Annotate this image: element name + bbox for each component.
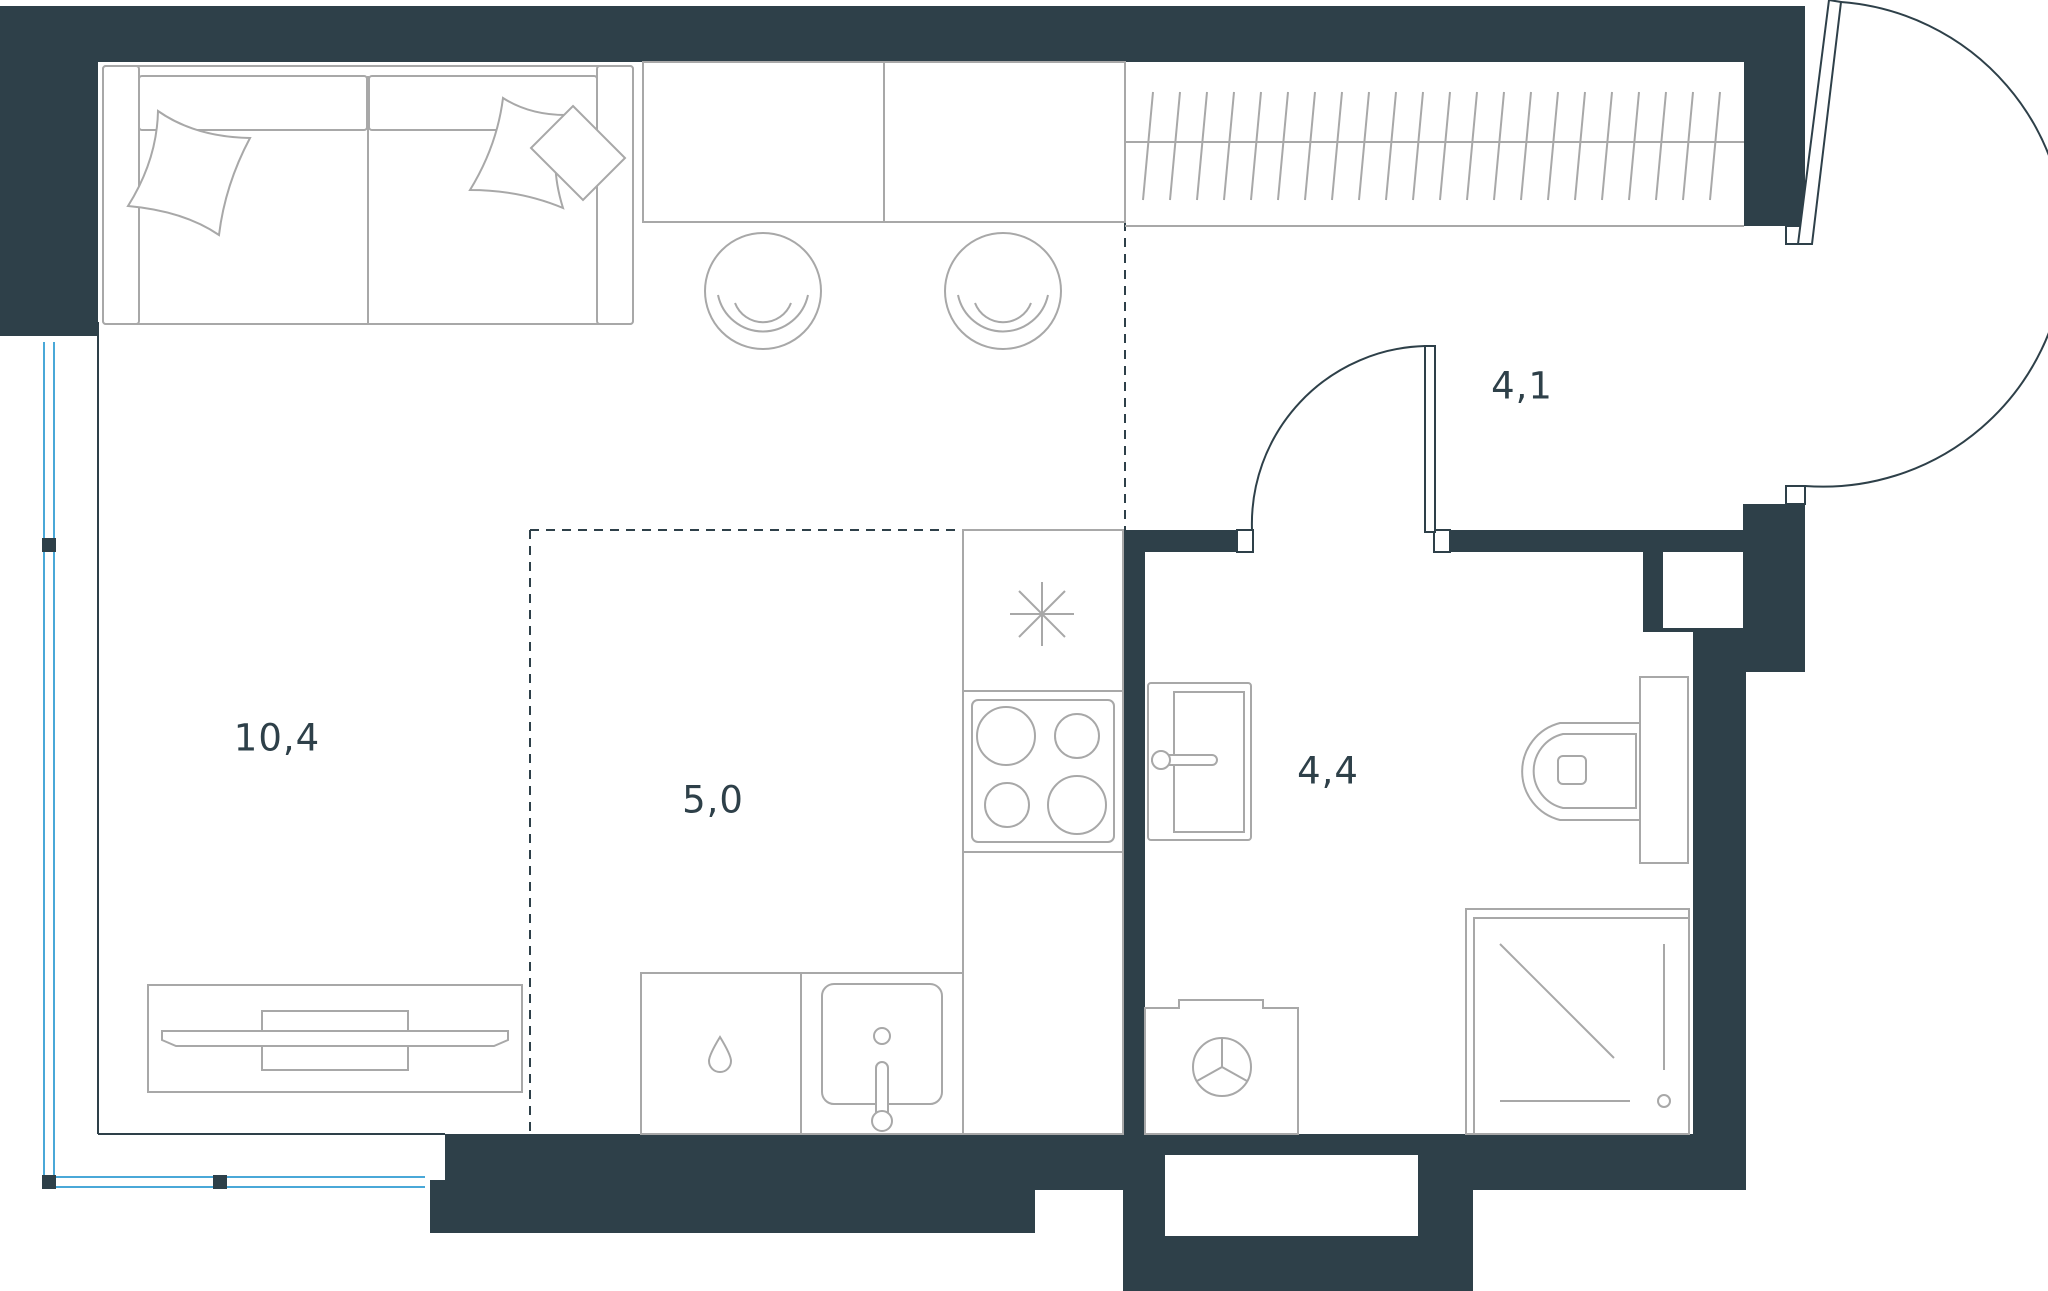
hanger: [1493, 91, 1505, 201]
hanger: [1331, 91, 1343, 201]
wall-bath-left: [1123, 530, 1145, 1135]
window-bottom: [56, 1175, 425, 1189]
pillow-icon: [468, 96, 572, 210]
chair: [944, 232, 1062, 350]
window-mullion: [42, 1175, 56, 1189]
bathroom-door: [1250, 345, 1436, 533]
hanger: [1277, 91, 1289, 201]
wall-bottom-bath-shaft: [1123, 1134, 1746, 1291]
wall-top: [0, 6, 1805, 62]
water-drop-icon: [707, 1035, 733, 1073]
washing-machine: [1144, 999, 1299, 1135]
hanger: [1142, 91, 1154, 201]
window-mullion: [42, 538, 56, 552]
wall-right-column-shaft: [1643, 504, 1805, 672]
hanger: [1223, 91, 1235, 201]
room-area-kitchen: 5,0: [682, 778, 744, 822]
snowflake-icon: [1010, 582, 1074, 646]
hanger: [1709, 91, 1721, 201]
kitchen-sink: [821, 983, 943, 1132]
hanger: [1196, 91, 1208, 201]
toilet: [1521, 676, 1689, 864]
tv-stand: [147, 984, 523, 1093]
hanger: [1628, 91, 1640, 201]
wall-bottom-notch: [430, 1180, 1035, 1233]
window-mullion: [213, 1175, 227, 1189]
wardrobe: [1125, 91, 1744, 227]
room-area-bathroom: 4,4: [1297, 749, 1359, 793]
tv-icon: [161, 1030, 509, 1047]
chair: [704, 232, 822, 350]
pillow-icon: [529, 104, 627, 202]
wall-bath-top-left: [1123, 530, 1239, 552]
wall-left-upper: [0, 6, 98, 336]
hanger: [1520, 91, 1532, 201]
wall-bath-right: [1693, 650, 1746, 1190]
room-area-hallway: 4,1: [1491, 364, 1553, 408]
hanger: [1385, 91, 1397, 201]
door-jambs: [1236, 225, 1806, 553]
entrance-door: [1796, 0, 2048, 488]
pillow-icon: [126, 109, 252, 237]
walls: [0, 6, 1805, 1291]
zone-dividers: [529, 62, 1126, 1134]
hanger: [1547, 91, 1559, 201]
sofa: [102, 65, 634, 325]
window-left: [42, 336, 56, 1189]
wall-right-upper: [1744, 6, 1805, 226]
cooktop-icon: [971, 699, 1115, 843]
hanger: [1682, 91, 1694, 201]
room-area-living: 10,4: [233, 716, 321, 760]
hanger: [1358, 91, 1370, 201]
desk: [642, 61, 1126, 223]
hanger: [1466, 91, 1478, 201]
bathroom-sink: [1147, 682, 1252, 841]
hanger: [1601, 91, 1613, 201]
hanger: [1412, 91, 1424, 201]
shower: [1465, 908, 1690, 1135]
hanger: [1169, 91, 1181, 201]
hanger: [1250, 91, 1262, 201]
hanger: [1655, 91, 1667, 201]
hanger: [1574, 91, 1586, 201]
hanger: [1439, 91, 1451, 201]
hanger: [1304, 91, 1316, 201]
